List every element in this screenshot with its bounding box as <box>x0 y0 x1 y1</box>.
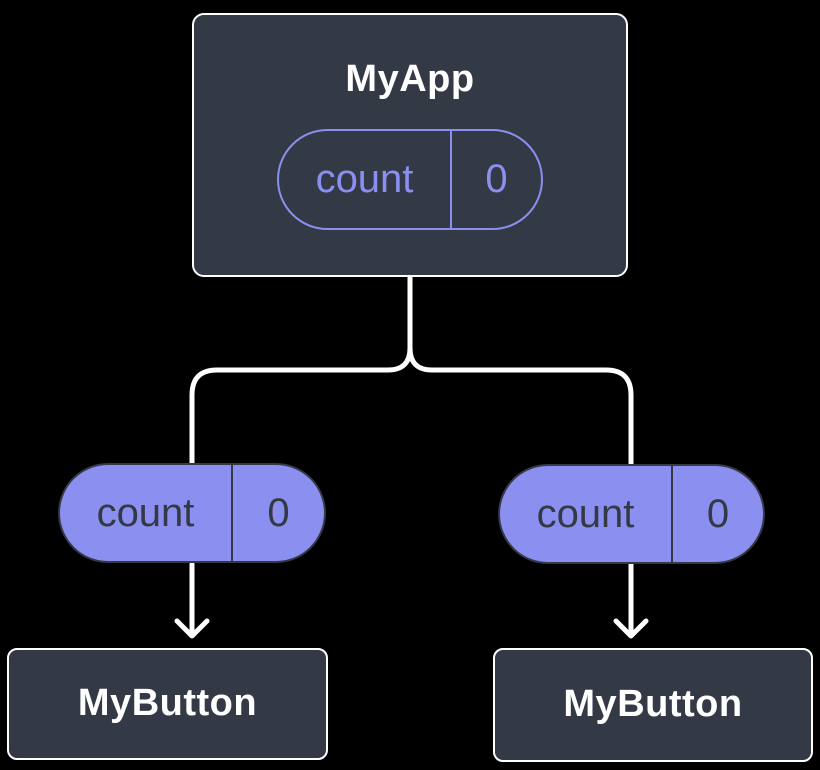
connector-branch-right <box>407 345 634 467</box>
arrow-head-right <box>613 618 649 639</box>
prop-name: count <box>500 466 673 562</box>
state-pill: count 0 <box>277 128 543 230</box>
arrow-down-icon-left <box>174 561 210 639</box>
prop-value: 0 <box>706 491 730 536</box>
prop-value: 0 <box>267 490 290 535</box>
state-value: 0 <box>485 156 508 201</box>
prop-pill-left: count 0 <box>58 463 326 563</box>
myapp-node-title: MyApp <box>345 58 475 100</box>
state-name: count <box>279 130 452 228</box>
connector-branch-left <box>189 345 413 467</box>
mybutton-node-left: MyButton <box>7 648 328 760</box>
mybutton-node-title: MyButton <box>563 683 743 726</box>
prop-name: count <box>60 465 233 561</box>
mybutton-node-title: MyButton <box>77 682 258 725</box>
myapp-node: MyApp count 0 <box>192 13 628 277</box>
prop-pill-right: count 0 <box>498 464 765 564</box>
arrow-down-icon-right <box>613 561 649 639</box>
mybutton-node-right: MyButton <box>493 648 813 762</box>
arrow-head-left <box>174 618 210 639</box>
